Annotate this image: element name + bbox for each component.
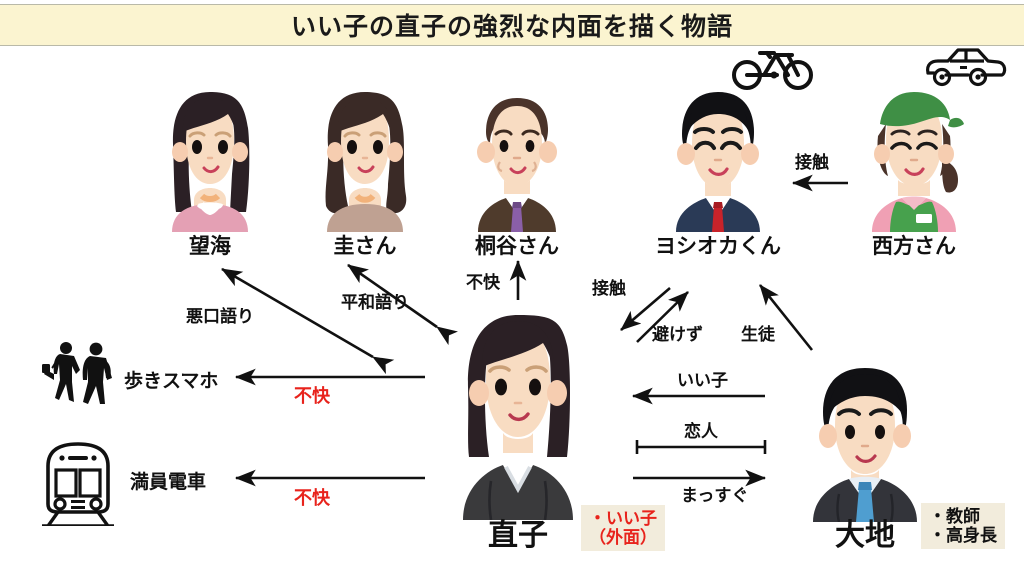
walking-phone-icon [42,340,122,417]
edge-label-displeasure-kiritani: 不快 [466,273,500,292]
note-naoko-line1: ・いい子 [589,509,657,528]
label-daichi: 大地 [835,519,895,552]
edge-label-displeasure-train: 不快 [294,488,330,508]
character-nishikata [858,84,970,232]
edge-label-displeasure-phone: 不快 [294,386,330,406]
label-nishikata: 西方さん [872,235,956,258]
character-kiritani [462,84,572,232]
character-daichi [795,362,935,522]
note-daichi-line2: ・高身長 [929,526,997,546]
car-icon [920,42,1012,95]
edge-label-good-kid: いい子 [677,371,728,390]
note-naoko: ・いい子 （外面） [581,505,665,552]
node-crowded-train: 満員電車 [130,472,207,493]
edge-label-contact-nishikata: 接触 [795,153,829,172]
edge-label-not-avoid: 避けず [652,325,703,344]
bicycle-icon [730,42,816,95]
character-nozomi [158,84,262,232]
node-walking-phone: 歩きスマホ [124,371,219,392]
train-icon [32,438,124,531]
label-yoshioka: ヨシオカくん [655,235,781,258]
edge-label-peace-talk: 平和語り [341,293,409,312]
edge-label-contact-naoko: 接触 [592,279,626,298]
page-title: いい子の直子の強烈な内面を描く物語 [290,13,733,41]
note-naoko-line2: （外面） [589,528,657,548]
character-yoshioka [662,84,774,232]
character-naoko [443,305,593,520]
edge-label-lover: 恋人 [684,422,718,441]
label-kiritani: 桐谷さん [475,235,559,258]
label-kei: 圭さん [333,235,397,258]
label-nozomi: 望海 [189,235,231,258]
note-daichi: ・教師 ・高身長 [921,503,1005,550]
edge-label-straight: まっすぐ [681,486,749,505]
edge-label-student: 生徒 [741,325,775,344]
character-kei [310,84,420,232]
note-daichi-line1: ・教師 [929,507,980,526]
label-naoko: 直子 [488,519,548,552]
title-bar: いい子の直子の強烈な内面を描く物語 [0,4,1024,46]
edge-label-badmouth: 悪口語り [186,307,254,326]
